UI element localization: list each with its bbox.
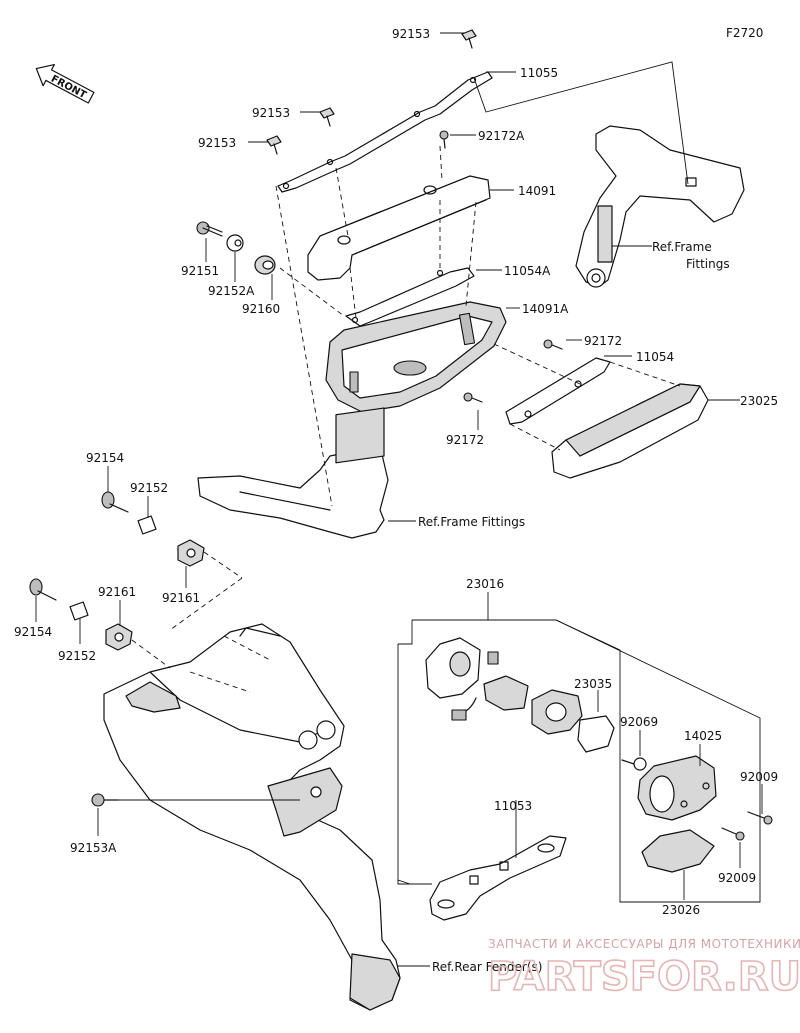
bracket-11053 — [429, 835, 567, 921]
callout-92153-top: 92153 — [392, 27, 430, 41]
callout-14091A: 14091A — [522, 302, 569, 316]
callout-14091: 14091 — [518, 184, 556, 198]
ref-frame-fittings-mid: Ref.Frame Fittings — [418, 515, 525, 529]
cover-23026 — [641, 829, 715, 873]
housing-14091A — [325, 301, 507, 413]
callout-92172A: 92172A — [478, 129, 525, 143]
bolt-92151-icon — [196, 221, 223, 237]
bulb-92069-icon — [621, 757, 647, 771]
callout-92153-left: 92153 — [198, 136, 236, 150]
callout-92154-top: 92154 — [86, 451, 124, 465]
callout-92152A: 92152A — [208, 284, 255, 298]
callout-14025: 14025 — [684, 729, 722, 743]
ref-rear-fender: Ref.Rear Fender(s) — [432, 960, 542, 974]
callout-92069: 92069 — [620, 715, 658, 729]
callout-92153-mid: 92153 — [252, 106, 290, 120]
bolt-92172-bottom-icon — [463, 392, 483, 403]
bolt-92172A-icon — [439, 130, 449, 149]
callout-92153A: 92153A — [70, 841, 117, 855]
ref-frame-fittings-top-line2: Fittings — [686, 257, 730, 271]
lens-14025 — [637, 755, 717, 821]
callout-23035: 23035 — [574, 677, 612, 691]
callout-11053: 11053 — [494, 799, 532, 813]
leader-lines — [35, 32, 763, 967]
callout-92161-top: 92161 — [162, 591, 200, 605]
bolt-92154-bottom-icon — [29, 578, 57, 601]
nut-92161-bottom-icon — [105, 623, 133, 651]
taillamp-23025 — [551, 383, 709, 479]
collar-92152-top-icon — [137, 515, 157, 535]
callout-23016: 23016 — [466, 577, 504, 591]
socket-23016 — [425, 637, 499, 699]
callout-92160: 92160 — [242, 302, 280, 316]
bolt-92009-top-icon — [747, 811, 773, 825]
callout-92172-top: 92172 — [584, 334, 622, 348]
holder-23035 — [531, 689, 615, 753]
callout-92009-bottom: 92009 — [718, 871, 756, 885]
front-arrow-icon: FRONT — [35, 63, 95, 104]
watermark: ЗАПЧАСТИ И АКСЕССУАРЫ ДЛЯ МОТОТЕХНИКИ PA… — [487, 937, 800, 1001]
callout-23026: 23026 — [662, 903, 700, 917]
callout-23025: 23025 — [740, 394, 778, 408]
front-label: FRONT — [49, 74, 88, 102]
collar-92152-bottom-icon — [69, 601, 89, 621]
watermark-brand: PARTSFOR.RU — [488, 954, 800, 1000]
cover-14091 — [307, 175, 491, 281]
reference-labels: Ref.Frame Fittings Ref.Frame Fittings Re… — [418, 240, 730, 974]
callout-92152-bottom: 92152 — [58, 649, 96, 663]
bolt-92154-top-icon — [101, 491, 129, 513]
frame-fitting-mid — [197, 407, 389, 539]
callout-92154-bottom: 92154 — [14, 625, 52, 639]
callout-11055: 11055 — [520, 66, 558, 80]
callout-92152-top: 92152 — [130, 481, 168, 495]
plate-11054A — [345, 267, 475, 327]
callout-92151: 92151 — [181, 264, 219, 278]
callout-92172-bottom: 92172 — [446, 433, 484, 447]
bracket-11055 — [277, 71, 493, 193]
bolt-92153-top-icon — [461, 29, 477, 49]
bolt-92009-bottom-icon — [721, 827, 745, 841]
watermark-tagline: ЗАПЧАСТИ И АКСЕССУАРЫ ДЛЯ МОТОТЕХНИКИ — [488, 937, 800, 951]
ref-frame-fittings-top-line1: Ref.Frame — [652, 240, 712, 254]
collar-92152A-icon — [226, 234, 244, 252]
rear-fender — [103, 623, 401, 1011]
callout-92009-top: 92009 — [740, 770, 778, 784]
callout-labels: 92153 11055 92153 92172A 92153 14091 921… — [14, 27, 778, 917]
grommet-92160-icon — [254, 255, 276, 275]
plate-11054 — [505, 357, 611, 425]
diagram-code: F2720 — [726, 26, 763, 40]
bolt-92172-top-icon — [543, 339, 563, 350]
bolt-92153A-icon — [91, 793, 119, 807]
wire-socket-icon — [451, 675, 529, 721]
callout-92161-bottom: 92161 — [98, 585, 136, 599]
nut-92161-top-icon — [177, 539, 205, 567]
bolt-92153-left-icon — [266, 135, 282, 155]
callout-11054A: 11054A — [504, 264, 551, 278]
callout-11054: 11054 — [636, 350, 674, 364]
bolt-92153-mid-icon — [319, 107, 335, 127]
